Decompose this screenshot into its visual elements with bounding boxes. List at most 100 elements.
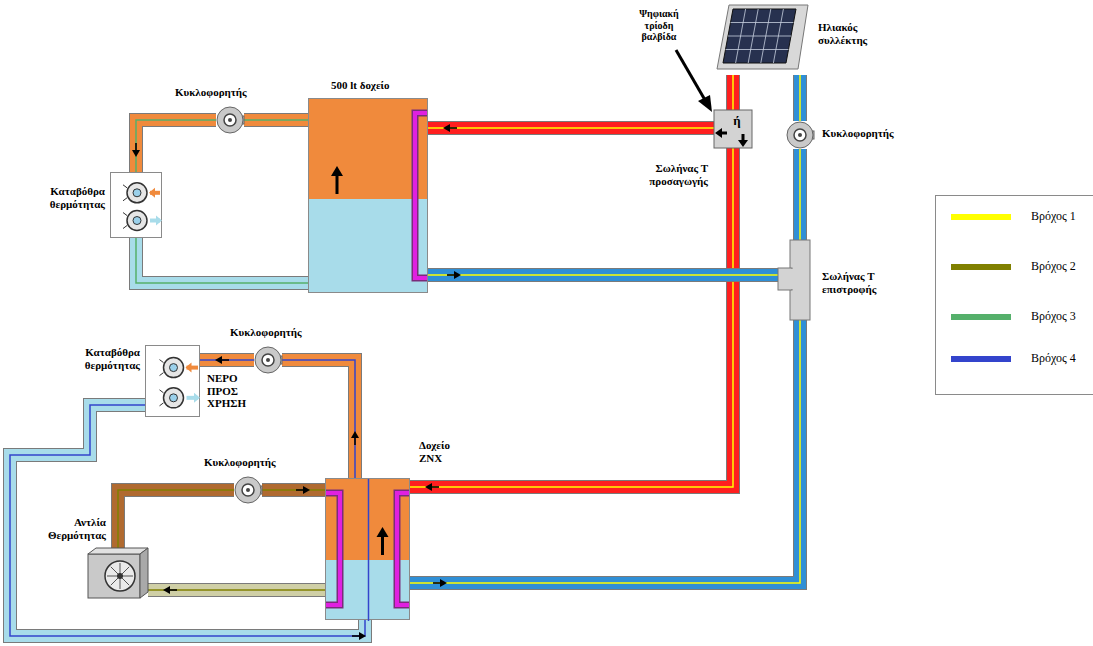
heat-exchanger-coil	[415, 113, 427, 278]
circulator-pump-graphic	[786, 121, 814, 149]
collector-grid	[773, 9, 783, 63]
loop-line	[368, 479, 370, 621]
fan-symbol	[123, 185, 127, 188]
pump-impeller	[242, 484, 254, 496]
fan-symbol	[160, 403, 164, 406]
fan-symbol	[127, 211, 147, 231]
pipe-connector	[148, 586, 325, 594]
pipe-wall	[282, 360, 355, 478]
circulator-pump: Κυκλοφορητής	[234, 476, 262, 504]
flow-arrow	[431, 486, 439, 488]
legend-swatch	[951, 356, 1011, 362]
pipe-connector	[118, 490, 234, 548]
dhw-tank-graphic	[326, 479, 409, 619]
pipe-wall	[428, 121, 714, 135]
flow-arrow	[331, 166, 343, 176]
collector-frame	[717, 5, 808, 69]
pump-body	[235, 477, 261, 503]
valve-arrow	[738, 140, 748, 147]
pipe-connector	[200, 356, 254, 364]
loop-line	[732, 75, 734, 110]
node-label: Αντλία Θερμότητας	[36, 516, 106, 541]
heat-pump-graphic	[88, 548, 148, 598]
node-label: Καταβόθρα θερμότητας	[29, 185, 105, 210]
pipe-connector	[262, 486, 325, 494]
loop-line	[262, 489, 325, 491]
flow-arrow	[433, 582, 441, 584]
fan-symbol	[170, 394, 178, 402]
collector-grid	[726, 49, 789, 50]
circulator-pump: Κυκλοφορητής	[216, 106, 244, 134]
flow-arrow	[336, 174, 339, 194]
pipe	[410, 148, 733, 487]
heat-sink: Καταβόθρα θερμότητας	[110, 172, 162, 238]
loop-line	[799, 149, 801, 240]
pipe-connector	[800, 75, 801, 121]
flow-arrow	[156, 216, 162, 226]
node-label: ή	[714, 114, 760, 129]
flow-arrow	[359, 632, 366, 640]
loop-line	[148, 589, 325, 591]
loop-line	[410, 320, 800, 583]
pipe	[282, 360, 355, 478]
heat-pump-body	[140, 548, 148, 598]
flow-arrow	[454, 271, 461, 279]
fan-symbol	[170, 364, 178, 372]
pipe-wall	[793, 75, 807, 121]
pipe-connector	[132, 120, 216, 172]
flow-arrow	[425, 483, 432, 491]
legend-swatch	[951, 214, 1011, 220]
flow-arrow	[303, 486, 310, 494]
loop-line	[282, 360, 355, 478]
pump-impeller	[262, 354, 274, 366]
heat-exchanger-coil	[397, 493, 409, 605]
pump-impeller	[798, 133, 802, 137]
pipe	[136, 120, 216, 172]
pipe-wall	[244, 113, 308, 127]
pipe	[10, 405, 365, 636]
loop-line	[428, 127, 714, 129]
flow-arrow	[440, 579, 447, 587]
tee-body	[790, 240, 810, 320]
heat-sink-graphic	[146, 346, 199, 416]
pipe	[136, 238, 308, 283]
pipe-connector	[244, 120, 308, 121]
pipe-connector	[136, 238, 308, 283]
pipe-wall	[136, 238, 308, 283]
pipe	[727, 75, 739, 110]
fan-symbol	[117, 573, 123, 579]
collector-panel	[723, 9, 796, 63]
circulator-pump: Κυκλοφορητής	[254, 346, 282, 374]
collector-grid	[736, 9, 746, 63]
node-label: Σωλήνας Τ επιστροφής	[822, 270, 902, 295]
heat-pump: Αντλία Θερμότητας	[88, 548, 148, 598]
legend-label: Βρόχος 3	[1031, 309, 1076, 323]
heat-exchanger-coil	[326, 493, 340, 605]
flow-arrow	[443, 124, 450, 132]
flow-arrow	[163, 586, 170, 594]
collector-grid	[761, 9, 771, 63]
circulator-pump: Κυκλοφορητής	[786, 121, 814, 149]
pipe	[794, 75, 806, 121]
pipe-wall	[793, 149, 807, 240]
valve-arrow	[715, 128, 722, 138]
collector-grid	[748, 9, 758, 63]
fan-symbol	[160, 373, 164, 376]
heat-exchanger-coil	[397, 493, 409, 605]
heat-sink: Καταβόθρα θερμότηταςΝΕΡΟ ΠΡΟΣ ΧΡΗΣΗ	[145, 345, 200, 417]
flow-arrow	[449, 127, 457, 129]
storage-tank: 500 lt δοχείο	[308, 98, 428, 293]
solar-collector-graphic	[715, 3, 810, 75]
pump-impeller	[246, 488, 250, 492]
fan-symbol	[164, 388, 184, 408]
legend-box: Βρόχος 1Βρόχος 2Βρόχος 3Βρόχος 4	[935, 195, 1093, 395]
heat-pump-body	[88, 548, 148, 554]
pipe	[118, 490, 234, 548]
leader-arrowhead	[698, 95, 712, 112]
pump-impeller	[228, 118, 232, 122]
solar-collector: Ηλιακός συλλέκτης	[715, 3, 810, 75]
pipe-wall	[428, 268, 786, 282]
loop-line	[118, 490, 234, 548]
